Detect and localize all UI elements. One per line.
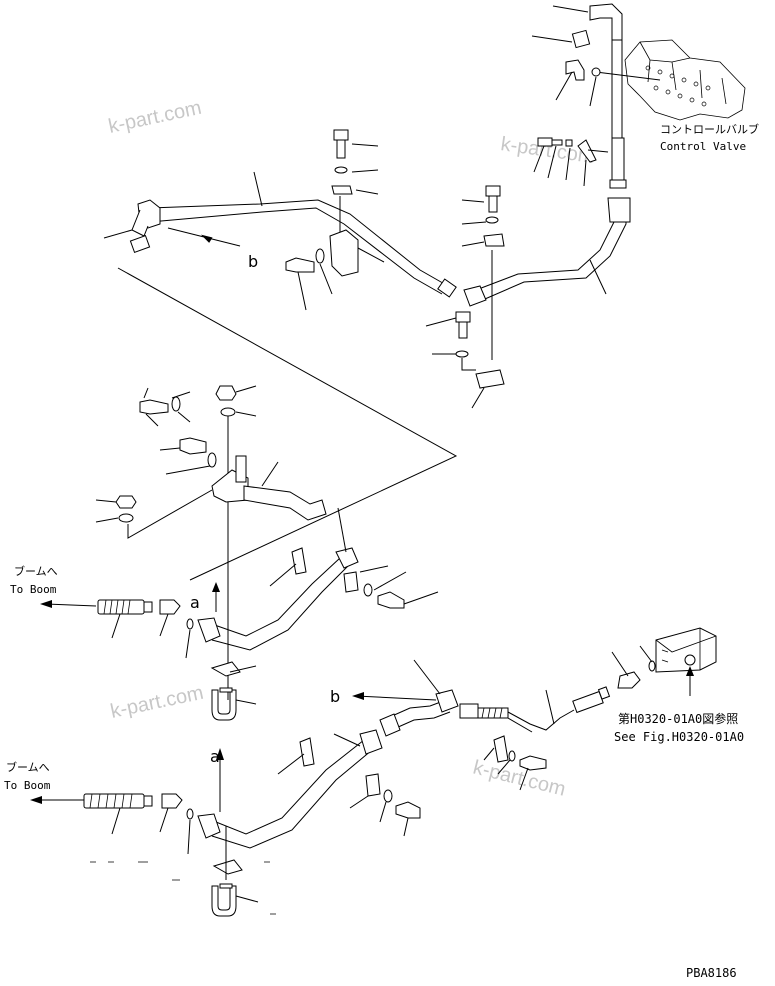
see-fig-jp-label: 第H0320-01A0図参照 <box>618 711 738 726</box>
top-adapter <box>531 29 591 49</box>
control-valve-illustration <box>595 39 746 121</box>
to-boom-en-label-1: To Boom <box>10 583 57 596</box>
control-valve-jp-label: コントロールバルブ <box>660 122 759 136</box>
view-a-label-lower: a <box>210 747 220 766</box>
view-b-arrow-upper: b <box>167 227 258 271</box>
boom-pipe-upper: a <box>40 507 439 721</box>
watermark-1: k-part.com <box>106 97 203 138</box>
lower-right-pipe: b <box>330 627 717 791</box>
assembly-boundary-line <box>117 267 458 581</box>
view-b-label-upper: b <box>248 252 258 271</box>
view-a-label-upper: a <box>190 593 200 612</box>
control-valve-en-label: Control Valve <box>660 140 746 153</box>
to-boom-en-label-2: To Boom <box>4 779 51 792</box>
upper-left-bolt-washer <box>285 248 333 311</box>
upper-right-pipe <box>463 197 631 307</box>
middle-bracket-assembly <box>95 385 327 700</box>
drawing-code: PBA8186 <box>686 966 737 980</box>
upper-left-pipe <box>103 171 457 298</box>
top-elbow-2 <box>555 59 601 107</box>
to-boom-jp-label-1: ブームへ <box>14 564 58 578</box>
upper-right-bolt-stack-2 <box>425 311 505 409</box>
upper-right-bolt-stack-1 <box>461 185 505 360</box>
bolt-clamp-group-top-right <box>533 137 609 187</box>
upper-center-bolt-stack <box>329 129 385 277</box>
see-fig-en-label: See Fig.H0320-01A0 <box>614 730 744 744</box>
to-boom-jp-label-2: ブームへ <box>6 760 50 774</box>
boom-pipe-lower: a <box>30 729 421 917</box>
watermark-3: k-part.com <box>108 682 205 723</box>
view-b-label-lower: b <box>330 687 340 706</box>
watermark-4: k-part.com <box>471 757 568 801</box>
